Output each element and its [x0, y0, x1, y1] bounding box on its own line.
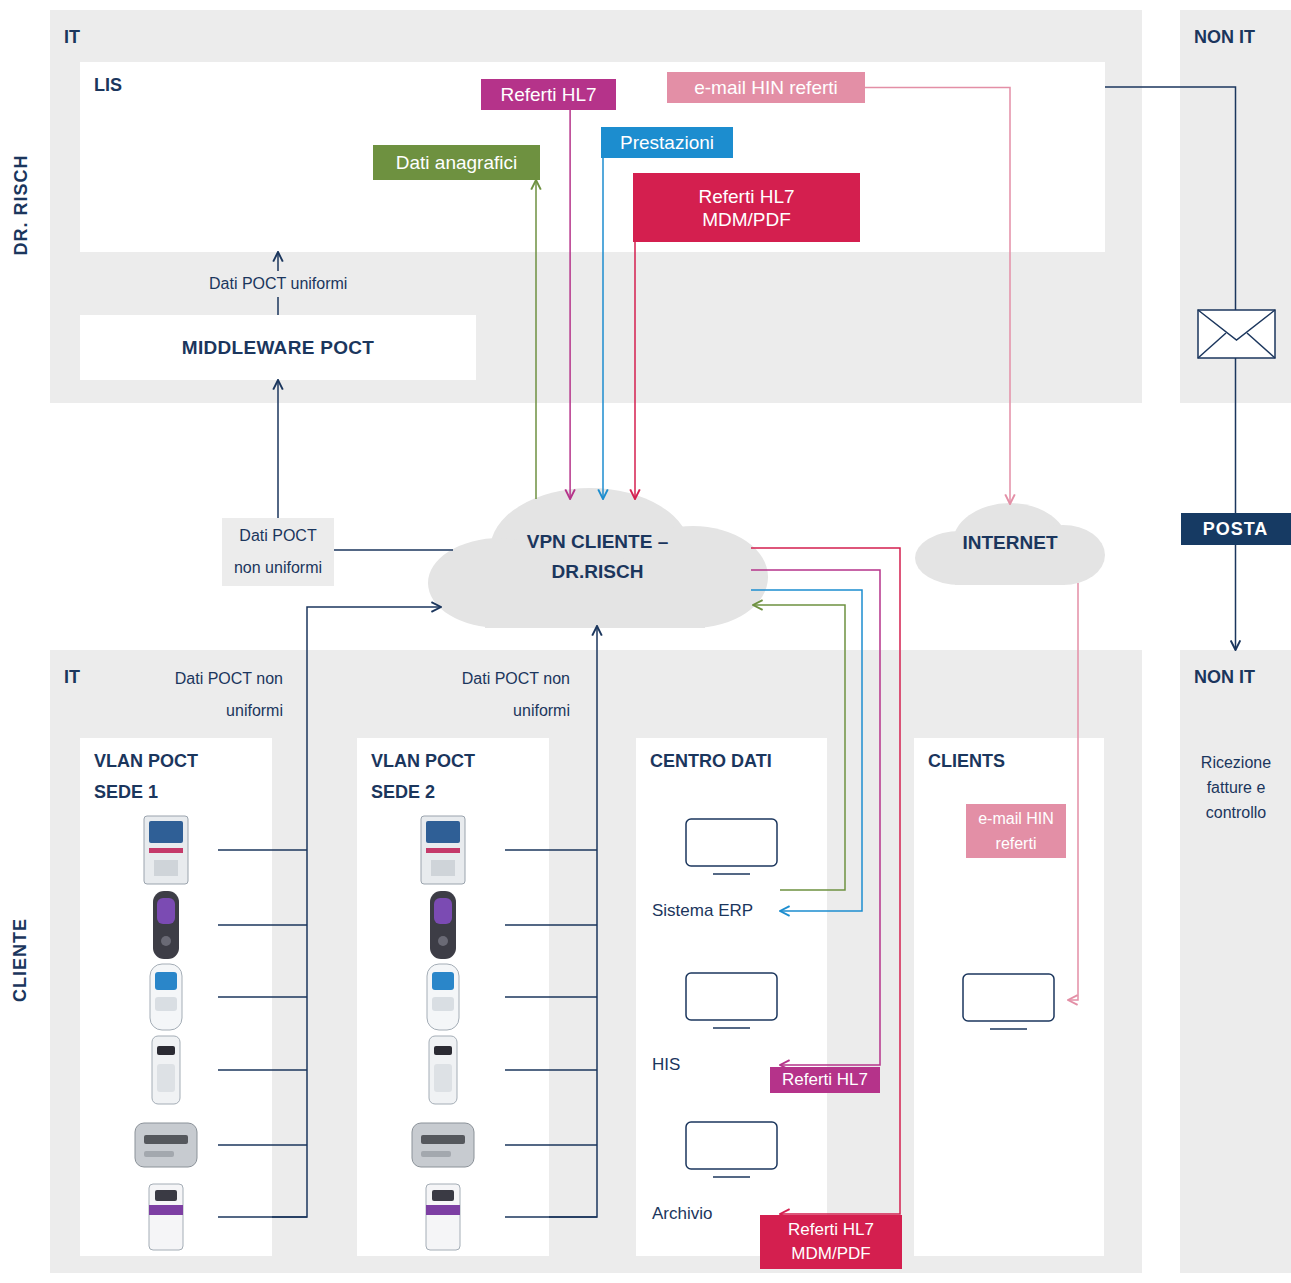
box-heading: MIDDLEWARE POCT [182, 337, 374, 359]
cloud-label: INTERNET [963, 528, 1058, 558]
flow-note: Dati POCT non uniformi [458, 663, 570, 727]
cloud-shape [425, 485, 770, 628]
poct-analyzer [429, 1036, 457, 1104]
envelope-flap [1198, 310, 1275, 340]
flow-label: Dati POCT non uniformi [222, 518, 334, 586]
system-box: CENTRO DATISistema ERPHISArchivio [636, 738, 827, 1256]
zone-heading: NON IT [1180, 10, 1291, 48]
flow-note: Dati POCT non uniformi [171, 663, 283, 727]
monitor-icon [962, 973, 1057, 1033]
monitor-stand [990, 1028, 1027, 1030]
cloud-lobe [485, 575, 705, 628]
poct-analyzer [135, 1123, 197, 1167]
side-label: DR. RISCH [9, 154, 31, 255]
panel-note: Ricezione fatture e controllo [1190, 750, 1282, 825]
zone-panel: NON IT Ricezione fatture e controllo [1180, 650, 1291, 1273]
network-cloud: VPN CLIENTE – DR.RISCH [425, 485, 770, 628]
zone-panel: ITLISReferti HL7e-mail HIN refertiDati a… [50, 10, 1142, 403]
zone-heading: NON IT [1180, 650, 1291, 688]
monitor-icon [685, 818, 780, 878]
device-wire [218, 1069, 307, 1070]
monitor-icon [685, 1121, 780, 1181]
data-tag: Referti HL7 MDM/PDF [633, 173, 860, 242]
box-heading: VLAN POCT SEDE 2 [357, 738, 501, 808]
network-cloud: INTERNET [915, 500, 1105, 585]
poct-analyzer [421, 816, 465, 884]
flow-label: Referti HL7 [770, 1067, 880, 1093]
data-tag: Referti HL7 [481, 79, 616, 110]
zone-panel: ITVLAN POCT SEDE 1VLAN POCT SEDE 2CENTRO… [50, 650, 1142, 1273]
poct-analyzer [427, 964, 459, 1030]
envelope-fold [1247, 333, 1275, 358]
tag-text: Referti HL7 [500, 83, 596, 106]
cloud-lobe [955, 550, 1065, 585]
tag-text: e-mail HIN referti [966, 804, 1066, 858]
envelope-fold [1198, 333, 1226, 358]
data-flow-arrow [535, 180, 537, 499]
device-wire [505, 1216, 597, 1217]
flow-label: Dati POCT uniformi [203, 271, 353, 297]
poct-analyzer [144, 816, 188, 884]
flow-label: POSTA [1181, 513, 1291, 545]
client-monitor: e-mail HIN referti [962, 804, 1068, 1033]
system-box: CLIENTS e-mail HIN referti [914, 738, 1104, 1256]
cloud-lobe [952, 503, 1068, 585]
data-tag: Prestazioni [601, 127, 733, 158]
cloud-label: VPN CLIENTE – DR.RISCH [518, 527, 678, 587]
system-box: LISReferti HL7e-mail HIN refertiDati ana… [80, 62, 1105, 252]
server-monitor: HIS [650, 972, 780, 1084]
envelope-icon [1198, 310, 1275, 358]
server-monitor: Sistema ERP [650, 818, 780, 930]
flow-label: Referti HL7 MDM/PDF [760, 1215, 902, 1269]
device-wire [218, 996, 307, 997]
poct-analyzer [153, 891, 179, 959]
monitor-screen [686, 1122, 777, 1169]
monitor-screen [686, 973, 777, 1020]
data-tag: e-mail HIN referti [667, 72, 865, 103]
device-wire [218, 1216, 307, 1217]
data-tag: Dati anagrafici [373, 145, 540, 180]
box-heading: VLAN POCT SEDE 1 [80, 738, 224, 808]
device-wire [218, 849, 307, 850]
device-wire [505, 1144, 597, 1145]
box-heading: CENTRO DATI [636, 738, 827, 777]
tag-text: Referti HL7 MDM/PDF [687, 185, 807, 231]
poct-analyzer [430, 891, 456, 959]
monitor-screen [963, 974, 1054, 1021]
device-wire [505, 996, 597, 997]
device-wire [505, 924, 597, 925]
device-wire [218, 1144, 307, 1145]
monitor-label: Sistema ERP [650, 900, 780, 922]
tag-text: Dati anagrafici [396, 151, 517, 174]
middleware-box: MIDDLEWARE POCT [80, 315, 476, 380]
poct-analyzer [412, 1123, 474, 1167]
poct-analyzer [426, 1184, 460, 1250]
monitor-stand [713, 1027, 750, 1029]
monitor-screen [686, 819, 777, 866]
data-flow-arrow [602, 158, 604, 499]
poct-analyzer [152, 1036, 180, 1104]
tag-text: e-mail HIN referti [694, 76, 838, 99]
monitor-stand [713, 1176, 750, 1178]
device-wire [505, 849, 597, 850]
side-label: CLIENTE [9, 918, 31, 1002]
poct-analyzer [150, 964, 182, 1030]
zone-heading: IT [50, 10, 1142, 48]
monitor-icon [685, 972, 780, 1032]
device-wire [218, 924, 307, 925]
poct-analyzer [149, 1184, 183, 1250]
box-heading: CLIENTS [914, 738, 1104, 777]
monitor-label: HIS [650, 1054, 780, 1076]
monitor-stand [713, 873, 750, 875]
tag-text: Prestazioni [620, 131, 714, 154]
data-flow-arrow [569, 110, 571, 499]
data-flow-arrow [634, 242, 636, 499]
envelope-body [1198, 310, 1275, 358]
device-wire [505, 1069, 597, 1070]
